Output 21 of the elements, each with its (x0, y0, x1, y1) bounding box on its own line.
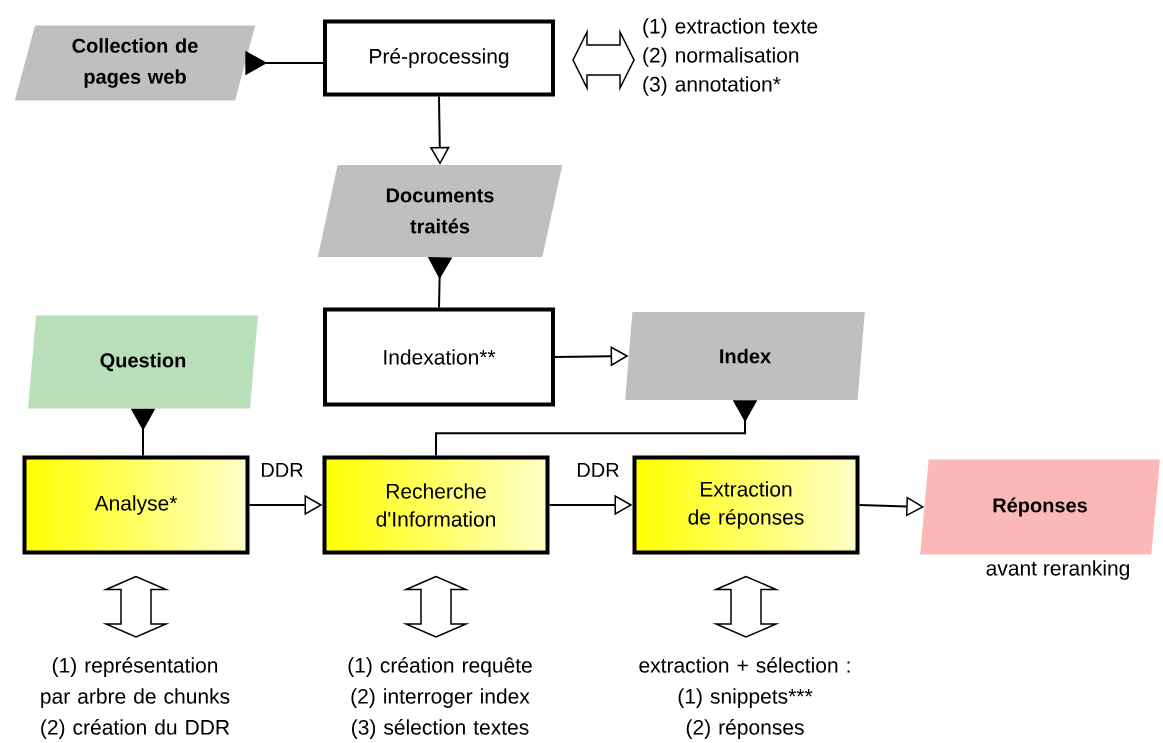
edge-label: DDR (575, 462, 621, 478)
data-parallelogram: Index (625, 312, 865, 400)
data-parallelogram: Collection de pages web (14, 25, 256, 101)
step-list: (1) représentation par arbre de chunks (2) création du DDR (41, 657, 230, 739)
double-arrow (712, 575, 780, 638)
double-arrow (402, 575, 470, 638)
process-box: Analyse* (22, 455, 250, 555)
process-box: Pré-processing (323, 19, 555, 97)
step-list: (1) création requête (2) interroger index (3) sélection textes (348, 657, 532, 739)
edge-label: DDR (259, 462, 305, 478)
process-box: Recherche d'Information (322, 455, 550, 555)
data-parallelogram: Réponses (920, 459, 1160, 555)
data-parallelogram: Question (28, 315, 258, 409)
process-box: Extraction de réponses (632, 455, 860, 555)
double-arrow (102, 575, 170, 638)
caption-text: avant reranking (986, 560, 1129, 580)
process-box: Indexation** (323, 307, 555, 407)
step-list: extraction + sélection : (1) snippets*** (2) réponses (639, 657, 850, 739)
step-list: (1) extraction texte (2) normalisation (3) annotation* (643, 18, 818, 96)
data-parallelogram: Documents traités (317, 165, 563, 257)
double-arrow (572, 28, 635, 92)
